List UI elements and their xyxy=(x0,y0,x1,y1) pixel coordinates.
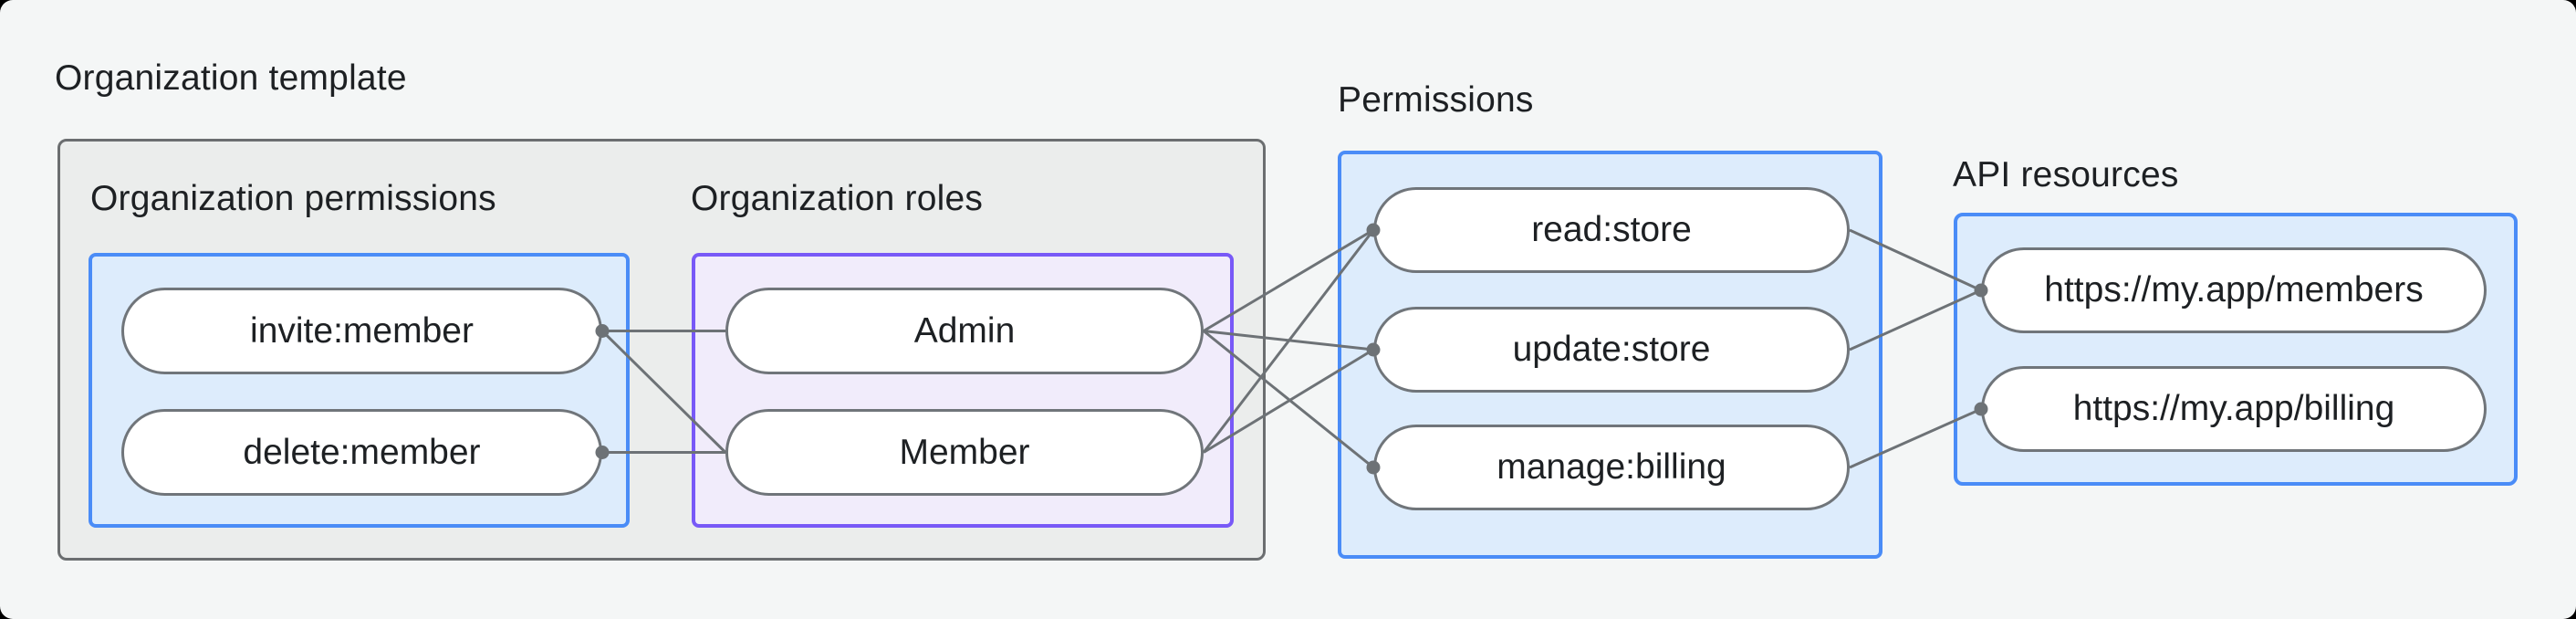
node-manage-billing: manage:billing xyxy=(1373,425,1850,510)
node-label: https://my.app/members xyxy=(2044,270,2424,310)
node-label: read:store xyxy=(1531,210,1692,249)
diagram-title: Organization template xyxy=(55,58,407,98)
node-delete-member: delete:member xyxy=(121,409,602,496)
node-label: Member xyxy=(899,432,1030,472)
node-api-members-url: https://my.app/members xyxy=(1981,247,2487,333)
node-label: manage:billing xyxy=(1497,447,1726,487)
org-roles-label: Organization roles xyxy=(691,179,984,218)
node-admin-role: Admin xyxy=(725,288,1204,374)
node-member-role: Member xyxy=(725,409,1204,496)
org-permissions-label: Organization permissions xyxy=(90,179,496,218)
node-read-store: read:store xyxy=(1373,187,1850,273)
node-update-store: update:store xyxy=(1373,307,1850,393)
node-invite-member: invite:member xyxy=(121,288,602,374)
permissions-label: Permissions xyxy=(1338,80,1534,120)
node-label: delete:member xyxy=(243,432,481,472)
node-label: Admin xyxy=(913,310,1016,351)
node-label: update:store xyxy=(1512,330,1711,369)
node-label: https://my.app/billing xyxy=(2072,389,2395,428)
node-label: invite:member xyxy=(250,310,474,351)
api-resources-label: API resources xyxy=(1953,155,2179,194)
node-api-billing-url: https://my.app/billing xyxy=(1981,366,2487,452)
